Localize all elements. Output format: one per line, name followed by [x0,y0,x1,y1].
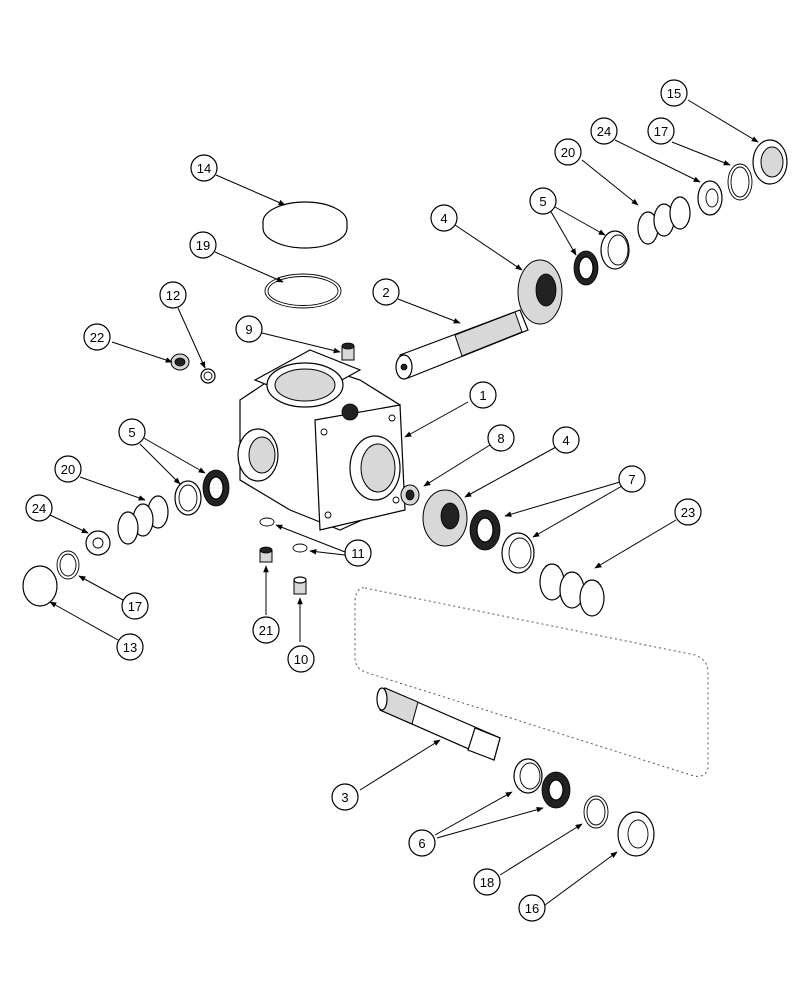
part-22-plug [170,353,190,371]
svg-text:1: 1 [479,388,486,403]
part-13-cap [22,565,58,607]
callout-9: 9 [235,315,263,343]
callout-13: 13 [116,633,144,661]
part-7-bearing [469,509,535,574]
svg-text:12: 12 [166,288,180,303]
part-24-washer-upper [697,180,723,216]
callout-24-upper: 24 [590,117,618,145]
svg-text:6: 6 [418,836,425,851]
svg-text:10: 10 [294,652,308,667]
svg-text:7: 7 [628,472,635,487]
callout-17-left: 17 [121,592,149,620]
callout-2: 2 [372,278,400,306]
svg-text:20: 20 [561,145,575,160]
part-1-housing [237,349,406,531]
svg-text:5: 5 [128,425,135,440]
svg-text:4: 4 [562,433,569,448]
callout-24-left: 24 [25,494,53,522]
callout-4-upper: 4 [430,204,458,232]
svg-text:4: 4 [440,211,447,226]
callout-10: 10 [287,645,315,673]
svg-text:24: 24 [32,501,46,516]
callout-1: 1 [469,381,497,409]
part-12-washer [200,368,216,384]
svg-text:13: 13 [123,640,137,655]
callout-5-upper: 5 [529,187,557,215]
part-6-bearing [513,758,571,809]
svg-text:2: 2 [382,285,389,300]
part-10-plug [293,576,307,595]
part-2-shaft [395,309,529,380]
svg-text:8: 8 [497,431,504,446]
part-5-bearing-left [174,469,230,516]
svg-text:14: 14 [197,161,211,176]
part-9-breather [341,342,355,361]
part-4-gear-lower [422,489,468,547]
callout-5-left: 5 [118,418,146,446]
callout-15: 15 [660,79,688,107]
svg-text:17: 17 [654,124,668,139]
part-11-orings [259,517,308,553]
part-23-shims [539,563,605,617]
svg-text:23: 23 [681,505,695,520]
callout-8: 8 [487,424,515,452]
callout-3: 3 [331,783,359,811]
callout-23: 23 [674,498,702,526]
svg-text:20: 20 [61,462,75,477]
part-8-nut [400,484,420,506]
callout-20-left: 20 [54,455,82,483]
svg-text:16: 16 [525,901,539,916]
svg-text:11: 11 [351,546,365,561]
part-18-snapring [583,795,609,829]
part-20-shims-upper [637,196,691,245]
callout-18: 18 [473,868,501,896]
part-17-snapring-upper [727,163,753,201]
callout-17-upper: 17 [647,117,675,145]
callout-11: 11 [344,539,372,567]
part-5-bearing-upper [573,230,630,286]
callout-12: 12 [159,281,187,309]
svg-text:3: 3 [341,790,348,805]
callouts: 14 19 12 22 9 2 4 5 20 24 17 15 1 8 4 7 … [25,79,702,922]
part-15-seal [752,139,788,185]
part-19-oring [264,273,342,309]
svg-text:19: 19 [196,238,210,253]
callout-6: 6 [408,829,436,857]
svg-text:5: 5 [539,194,546,209]
part-4-gear-upper [517,259,563,325]
part-3-shaft [376,687,501,761]
svg-text:24: 24 [597,124,611,139]
shaft-3-outline [354,587,709,777]
callout-7: 7 [618,465,646,493]
callout-21: 21 [252,616,280,644]
leader-lines [49,99,759,906]
callout-22: 22 [83,323,111,351]
part-20-shims-left [117,495,169,545]
part-17-snapring-left [56,550,80,580]
svg-text:17: 17 [128,599,142,614]
part-16-seal [617,811,655,857]
callout-14: 14 [190,154,218,182]
callout-19: 19 [189,231,217,259]
svg-text:21: 21 [259,623,273,638]
part-21-plug [259,546,273,563]
part-24-washer-left [85,530,111,556]
callout-20-upper: 20 [554,138,582,166]
svg-text:18: 18 [480,875,494,890]
svg-text:9: 9 [245,322,252,337]
callout-4-lower: 4 [552,426,580,454]
callout-16: 16 [518,894,546,922]
svg-text:22: 22 [90,330,104,345]
svg-text:15: 15 [667,86,681,101]
part-14-cover [262,201,348,249]
